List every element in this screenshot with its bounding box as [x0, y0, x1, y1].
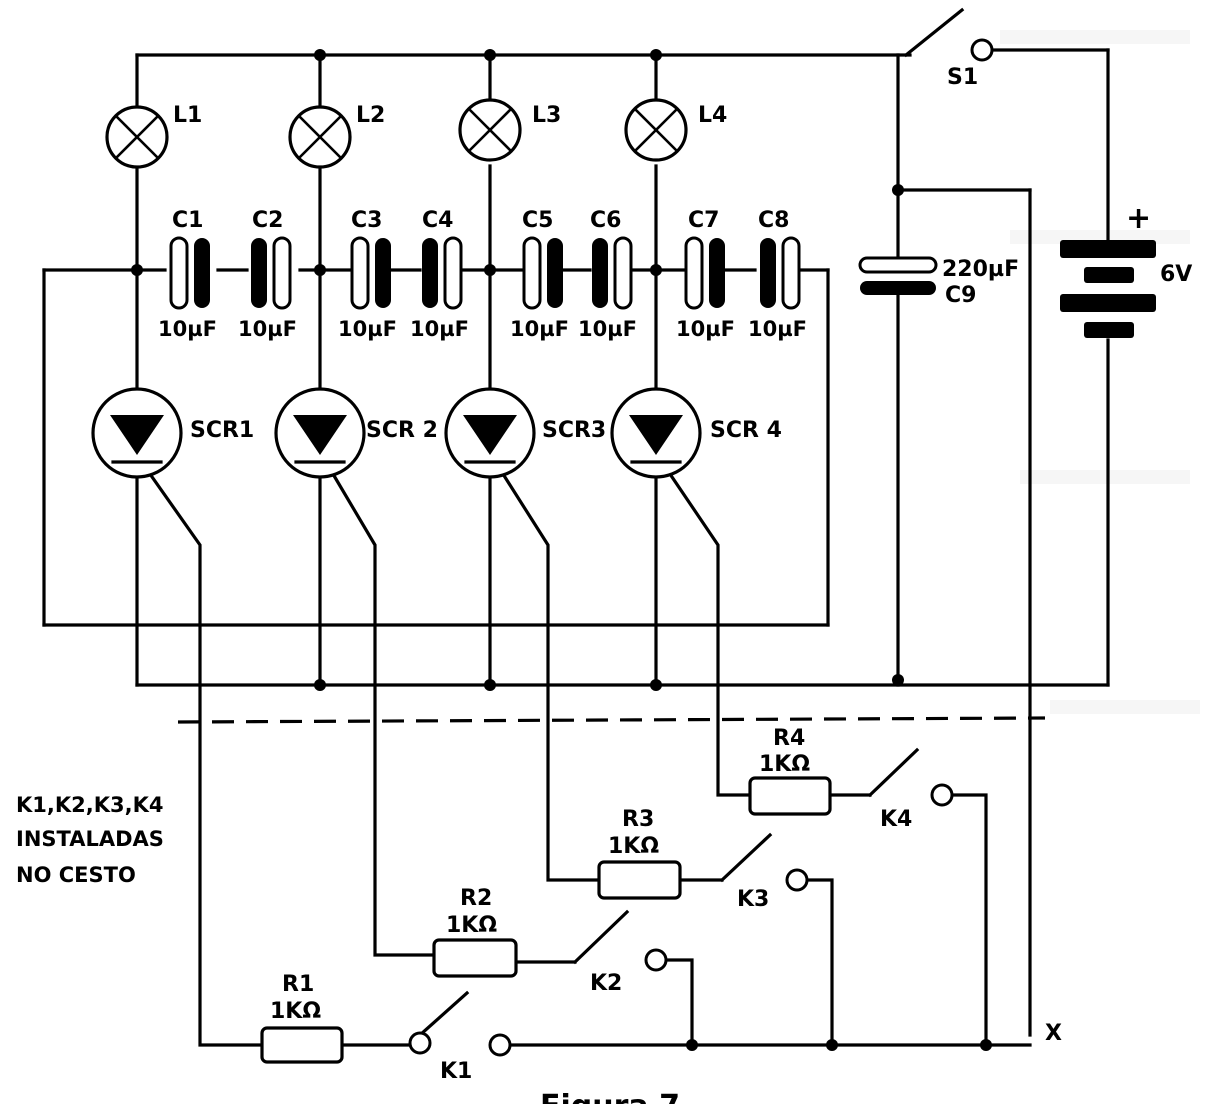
capacitor-c4: C4 10µF: [410, 208, 469, 341]
capacitor-value: 10µF: [510, 317, 569, 341]
capacitor-c8: C8 10µF: [748, 208, 807, 341]
figure-caption: Figura 7: [540, 1089, 680, 1104]
lamp-label: L4: [698, 103, 727, 128]
resistor-value: 1KΩ: [759, 752, 810, 777]
capacitor-label: C2: [252, 208, 283, 233]
node-x-label: X: [1045, 1021, 1062, 1046]
lamp-l3: L3: [458, 98, 561, 162]
capacitor-label: C1: [172, 208, 203, 233]
resistor-value: 1KΩ: [608, 834, 659, 859]
capacitor-value: 10µF: [676, 317, 735, 341]
capacitor-value: 10µF: [578, 317, 637, 341]
dashed-separator: [177, 716, 1046, 724]
capacitor-label: C4: [422, 208, 453, 233]
resistor-value: 1KΩ: [446, 913, 497, 938]
capacitor-c5: C5 10µF: [510, 208, 569, 341]
capacitor-c9: 220µF C9: [858, 256, 1019, 308]
switch-k2: K2: [590, 948, 668, 996]
scr-label: SCR3: [542, 418, 606, 443]
switch-label: K1: [440, 1059, 472, 1084]
capacitor-c6: C6 10µF: [578, 208, 637, 341]
lamp-label: L1: [173, 103, 202, 128]
resistor-label: R4: [773, 726, 805, 751]
lamp-l2: L2: [288, 103, 385, 169]
capacitor-c7: C7 10µF: [676, 208, 735, 341]
wiring: [42, 7, 1110, 1047]
installation-note: K1,K2,K3,K4 INSTALADAS NO CESTO: [16, 793, 164, 887]
note-line-2: INSTALADAS: [16, 827, 164, 851]
switch-label: S1: [947, 65, 978, 90]
scr-label: SCR 4: [710, 418, 782, 443]
battery: + 6V: [1060, 201, 1192, 338]
capacitor-value: 10µF: [410, 317, 469, 341]
capacitor-label: C8: [758, 208, 789, 233]
capacitor-value: 220µF: [942, 257, 1019, 282]
capacitor-c1: C1 10µF: [158, 208, 217, 341]
capacitor-c2: C2 10µF: [238, 208, 297, 341]
capacitor-value: 10µF: [238, 317, 297, 341]
resistor-r1: R1 1KΩ: [260, 972, 344, 1064]
switch-k1: K1: [408, 1031, 512, 1084]
scr-label: SCR1: [190, 418, 254, 443]
capacitor-label: C6: [590, 208, 621, 233]
switch-k3: K3: [737, 868, 809, 912]
resistor-label: R1: [282, 972, 314, 997]
capacitor-label: C3: [351, 208, 382, 233]
resistor-r4: R4 1KΩ: [748, 726, 832, 816]
capacitor-c3: C3 10µF: [338, 208, 397, 341]
switch-label: K3: [737, 887, 769, 912]
note-line-3: NO CESTO: [16, 863, 136, 887]
lamp-label: L2: [356, 103, 385, 128]
lamp-label: L3: [532, 103, 561, 128]
resistor-label: R2: [460, 886, 492, 911]
note-line-1: K1,K2,K3,K4: [16, 793, 163, 817]
resistor-value: 1KΩ: [270, 999, 321, 1024]
lamp-l1: L1: [105, 103, 202, 169]
capacitor-label: C7: [688, 208, 719, 233]
scr-label: SCR 2: [366, 418, 438, 443]
switch-label: K2: [590, 971, 622, 996]
scr-3: SCR3: [444, 387, 606, 479]
capacitor-value: 10µF: [338, 317, 397, 341]
resistor-r3: R3 1KΩ: [597, 807, 682, 900]
capacitor-label: C9: [945, 283, 976, 308]
switch-label: K4: [880, 807, 912, 832]
capacitor-label: C5: [522, 208, 553, 233]
junctions: [131, 49, 992, 1051]
lamp-l4: L4: [624, 98, 727, 162]
switch-k4: K4: [880, 783, 954, 832]
capacitor-value: 10µF: [748, 317, 807, 341]
scr-1: SCR1: [91, 387, 254, 479]
battery-polarity: +: [1126, 201, 1151, 236]
resistor-r2: R2 1KΩ: [432, 886, 518, 978]
scr-2: SCR 2: [274, 387, 438, 479]
switch-s1: S1: [947, 38, 994, 90]
resistor-label: R3: [622, 807, 654, 832]
scr-4: SCR 4: [610, 387, 782, 479]
capacitor-value: 10µF: [158, 317, 217, 341]
battery-voltage: 6V: [1160, 262, 1192, 287]
